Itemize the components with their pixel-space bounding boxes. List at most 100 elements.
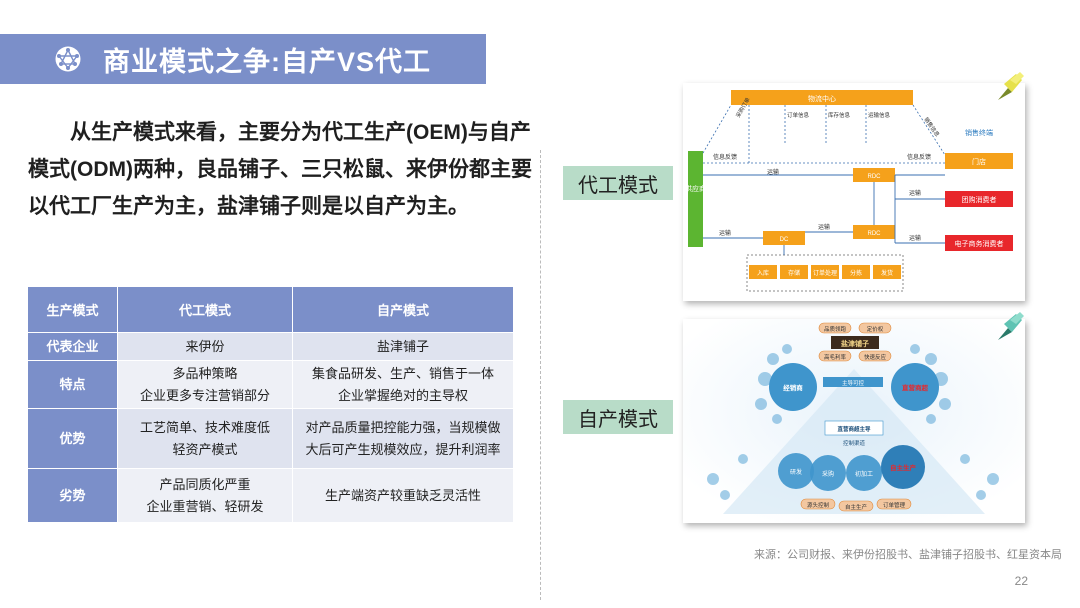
supplier-text: 供应商	[685, 184, 706, 193]
odm-ecosystem-diagram: 品质领跑 定价权 高毛利率 快速反应 盐津铺子 经销商 直营商超 主导可控 直营…	[683, 319, 1025, 523]
row-label: 优势	[27, 408, 118, 469]
oem-mode-label: 代工模式	[563, 166, 673, 200]
bottom-text: 初加工	[855, 470, 873, 478]
flow-box	[780, 265, 808, 279]
title-bar: 商业模式之争:自产VS代工	[0, 34, 486, 84]
mid-label-box	[824, 420, 884, 436]
odm-mode-label: 自产模式	[563, 400, 673, 434]
bottom-text: 研发	[790, 468, 802, 476]
sales-info-text: 销售信息	[922, 116, 941, 139]
bottom-tag	[876, 498, 912, 510]
table-cell: 盐津铺子	[292, 332, 514, 361]
flow-box	[749, 265, 777, 279]
transport-lines	[703, 174, 945, 255]
table-cell: 多品种策略企业更多专注营销部分	[117, 360, 293, 409]
distributor-hub	[769, 363, 817, 411]
transport-text: 运输	[719, 229, 731, 237]
bottom-text: 采购	[822, 470, 834, 478]
purchase-bubble	[810, 455, 846, 491]
source-note: 来源：公司财报、来伊份招股书、盐津铺子招股书、红星资本局	[754, 549, 1062, 561]
network-icon	[55, 46, 81, 72]
top-tag-text: 高毛利率	[824, 353, 847, 361]
mid-text: 主导可控	[842, 379, 865, 387]
direct-retail-hub	[891, 363, 939, 411]
group-consumer-text: 团购消费者	[962, 195, 997, 204]
odm-diagram-card: 品质领跑 定价权 高毛利率 快速反应 盐津铺子 经销商 直营商超 主导可控 直营…	[683, 319, 1025, 523]
rdc-text-bottom: RDC	[868, 231, 882, 237]
row-label: 劣势	[27, 468, 118, 523]
table-header: 自产模式	[292, 286, 514, 333]
hub-text: 经销商	[783, 383, 803, 392]
table-cell: 产品同质化严重企业重营销、轻研发	[117, 468, 293, 523]
table-cell: 对产品质量把控能力强，当规模做大后可产生规模效应，提升利润率	[292, 408, 514, 469]
logistics-center-box	[731, 90, 913, 105]
ecommerce-consumer-text: 电子商务消费者	[955, 239, 1004, 248]
info-feedback-text: 信息反馈	[713, 153, 737, 161]
dc-box	[763, 231, 805, 245]
bottom-tag	[800, 498, 836, 510]
brand-box	[831, 336, 879, 349]
flow-box	[811, 265, 839, 279]
table-cell: 来伊份	[117, 332, 293, 361]
table-cell: 集食品研发、生产、销售于一体企业掌握绝对的主导权	[292, 360, 514, 409]
flow-text: 分拣	[850, 269, 862, 277]
flow-group	[746, 254, 904, 292]
dc-text: DC	[780, 237, 789, 243]
rdc-text-top: RDC	[868, 174, 882, 180]
transport-text: 运输	[909, 189, 921, 197]
rdc-box-bottom	[853, 225, 895, 239]
logistics-center-text: 物流中心	[808, 94, 836, 103]
table-cell: 生产端资产较重缺乏灵活性	[292, 468, 514, 523]
store-box	[945, 153, 1013, 169]
intro-paragraph: 从生产模式来看，主要分为代工生产(OEM)与自产模式(ODM)两种，良品铺子、三…	[28, 121, 532, 218]
ecommerce-consumer-box	[945, 235, 1013, 251]
flow-text: 入库	[757, 269, 769, 277]
oem-diagram-card: 物流中心 供应商 门店 团购消费者 电子商务消费者 销售终端 RDC RDC D…	[683, 83, 1025, 301]
pushpin-icon	[998, 312, 1024, 340]
transport-text: 运输	[909, 234, 921, 242]
supplier-box	[688, 151, 703, 247]
rdc-box-top	[853, 168, 895, 182]
hub-text: 自主生产	[890, 463, 917, 472]
self-production-hub	[881, 445, 925, 489]
page-number: 22	[1014, 574, 1028, 588]
top-tag-text: 定价权	[867, 325, 884, 333]
table-header: 生产模式	[27, 286, 118, 333]
flow-box	[842, 265, 870, 279]
bottom-tag	[838, 500, 874, 512]
comparison-table: 生产模式 代工模式 自产模式 代表企业 来伊份 盐津铺子 特点 多品种策略企业更…	[27, 286, 514, 523]
stock-info-text: 库存信息	[828, 111, 851, 119]
transport-text: 运输	[767, 168, 779, 176]
processing-bubble	[846, 455, 882, 491]
transport-text: 运输	[818, 223, 830, 231]
feedback-lines	[702, 104, 946, 164]
bottom-tag-text: 订单管理	[883, 501, 906, 509]
bottom-tag-text: 源头控制	[807, 501, 830, 509]
group-consumer-box	[945, 191, 1013, 207]
flow-box	[873, 265, 901, 279]
mid-arrow-box	[823, 377, 883, 387]
flow-text: 发货	[881, 269, 893, 277]
store-text: 门店	[972, 157, 986, 166]
pushpin-icon	[998, 72, 1024, 100]
sales-terminal-text: 销售终端	[965, 128, 993, 137]
flow-text: 存储	[788, 269, 800, 277]
oem-flow-diagram: 物流中心 供应商 门店 团购消费者 电子商务消费者 销售终端 RDC RDC D…	[685, 90, 1013, 292]
table-cell: 工艺简单、技术难度低轻资产模式	[117, 408, 293, 469]
order-info-text: 订单信息	[787, 111, 810, 119]
page-title: 商业模式之争:自产VS代工	[103, 46, 432, 77]
research-bubble	[778, 453, 814, 489]
top-tag-group	[818, 322, 892, 362]
mid-text: 直营商超主导	[837, 425, 871, 433]
mid-text: 控制渠道	[843, 439, 866, 447]
row-label: 特点	[27, 360, 118, 409]
table-header: 代工模式	[117, 286, 293, 333]
hub-text: 直营商超	[902, 383, 929, 392]
row-label: 代表企业	[27, 332, 118, 361]
top-tag-text: 快速反应	[864, 353, 887, 361]
transport-info-text: 运输信息	[868, 111, 891, 119]
top-tag-text: 品质领跑	[824, 325, 847, 333]
info-feedback-text: 信息反馈	[907, 153, 931, 161]
brand-text: 盐津铺子	[841, 339, 869, 348]
divider	[540, 150, 541, 600]
